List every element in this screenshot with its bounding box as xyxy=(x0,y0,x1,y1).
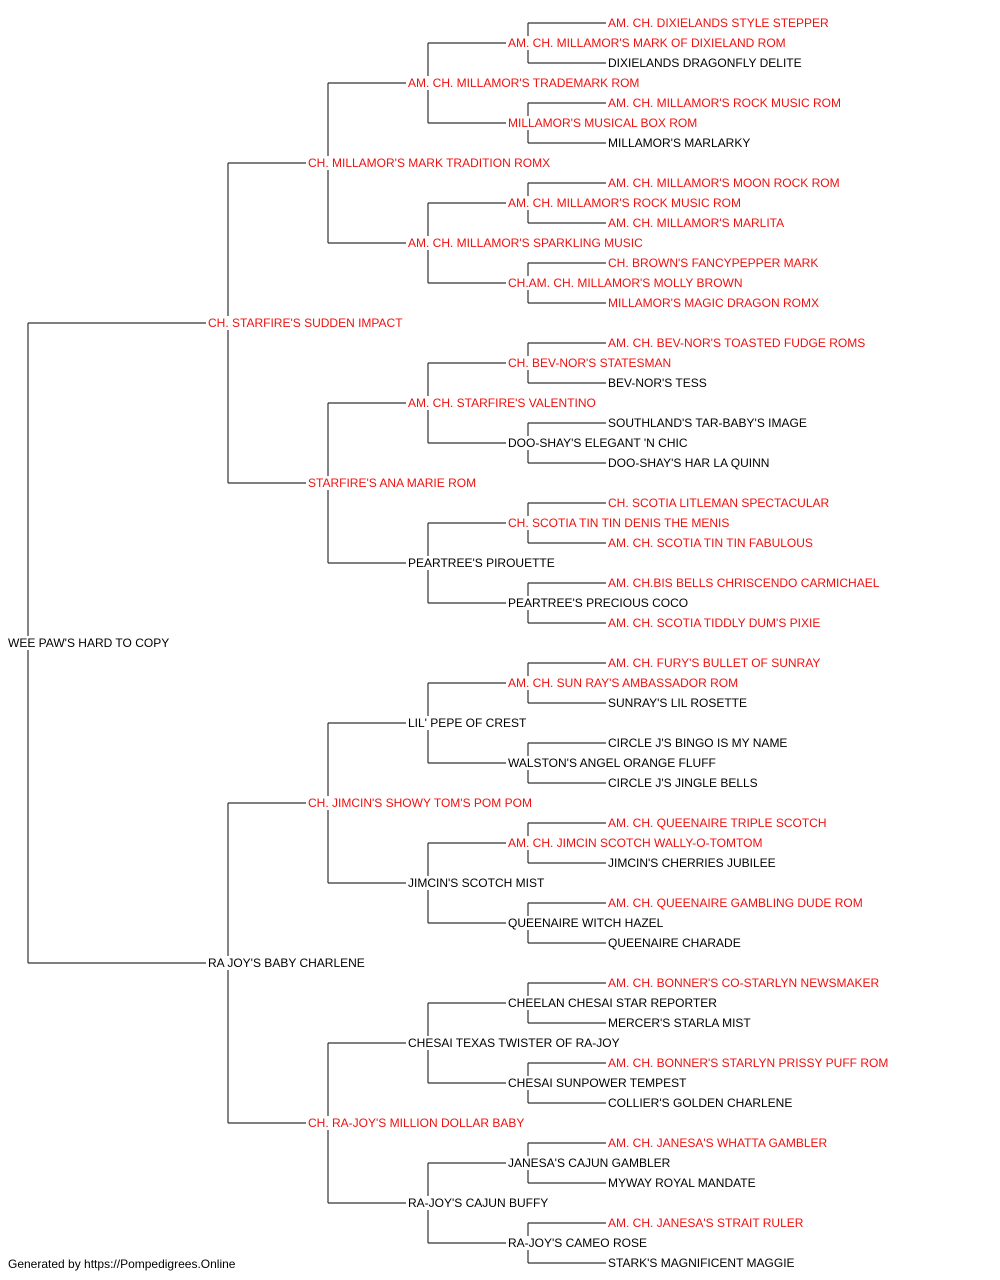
pedigree-entry-gen5-26: AM. CH. BONNER'S STARLYN PRISSY PUFF ROM xyxy=(608,1056,891,1070)
pedigree-entry-gen4-4: CH. BEV-NOR'S STATESMAN xyxy=(508,356,674,370)
pedigree-entry-gen4-5: DOO-SHAY'S ELEGANT 'N CHIC xyxy=(508,436,690,450)
pedigree-entry-gen5-5: AM. CH. MILLAMOR'S MARLITA xyxy=(608,216,787,230)
pedigree-entry-gen5-25: MERCER'S STARLA MIST xyxy=(608,1016,753,1030)
pedigree-entry-gen5-8: AM. CH. BEV-NOR'S TOASTED FUDGE ROMS xyxy=(608,336,868,350)
pedigree-entry-gen3-5: JIMCIN'S SCOTCH MIST xyxy=(408,876,547,890)
pedigree-entry-gen5-0: AM. CH. DIXIELANDS STYLE STEPPER xyxy=(608,16,831,30)
pedigree-entry-gen4-15: RA-JOY'S CAMEO ROSE xyxy=(508,1236,649,1250)
pedigree-entry-gen3-1: AM. CH. MILLAMOR'S SPARKLING MUSIC xyxy=(408,236,645,250)
pedigree-entry-gen5-6: CH. BROWN'S FANCYPEPPER MARK xyxy=(608,256,821,270)
pedigree-subject: WEE PAW'S HARD TO COPY xyxy=(8,636,172,650)
pedigree-entry-gen4-2: AM. CH. MILLAMOR'S ROCK MUSIC ROM xyxy=(508,196,743,210)
pedigree-entry-gen2-2: CH. JIMCIN'S SHOWY TOM'S POM POM xyxy=(308,796,534,810)
pedigree-entry-gen5-22: AM. CH. QUEENAIRE GAMBLING DUDE ROM xyxy=(608,896,865,910)
pedigree-entry-gen5-23: QUEENAIRE CHARADE xyxy=(608,936,743,950)
pedigree-entry-gen4-9: WALSTON'S ANGEL ORANGE FLUFF xyxy=(508,756,718,770)
pedigree-entry-gen5-9: BEV-NOR'S TESS xyxy=(608,376,709,390)
pedigree-entry-gen5-11: DOO-SHAY'S HAR LA QUINN xyxy=(608,456,772,470)
pedigree-entry-gen4-12: CHEELAN CHESAI STAR REPORTER xyxy=(508,996,719,1010)
pedigree-entry-gen2-1: STARFIRE'S ANA MARIE ROM xyxy=(308,476,479,490)
pedigree-entry-gen5-4: AM. CH. MILLAMOR'S MOON ROCK ROM xyxy=(608,176,842,190)
pedigree-entry-gen1-0: CH. STARFIRE'S SUDDEN IMPACT xyxy=(208,316,405,330)
pedigree-entry-gen5-31: STARK'S MAGNIFICENT MAGGIE xyxy=(608,1256,797,1270)
pedigree-entry-gen5-19: CIRCLE J'S JINGLE BELLS xyxy=(608,776,760,790)
pedigree-entry-gen4-14: JANESA'S CAJUN GAMBLER xyxy=(508,1156,673,1170)
pedigree-entry-gen3-7: RA-JOY'S CAJUN BUFFY xyxy=(408,1196,551,1210)
pedigree-entry-gen4-10: AM. CH. JIMCIN SCOTCH WALLY-O-TOMTOM xyxy=(508,836,765,850)
pedigree-entry-gen5-17: SUNRAY'S LIL ROSETTE xyxy=(608,696,749,710)
pedigree-entry-gen5-10: SOUTHLAND'S TAR-BABY'S IMAGE xyxy=(608,416,809,430)
pedigree-entry-gen4-0: AM. CH. MILLAMOR'S MARK OF DIXIELAND ROM xyxy=(508,36,788,50)
pedigree-entry-gen4-13: CHESAI SUNPOWER TEMPEST xyxy=(508,1076,689,1090)
pedigree-entry-gen5-12: CH. SCOTIA LITLEMAN SPECTACULAR xyxy=(608,496,832,510)
pedigree-entry-gen5-16: AM. CH. FURY'S BULLET OF SUNRAY xyxy=(608,656,823,670)
pedigree-entry-gen3-2: AM. CH. STARFIRE'S VALENTINO xyxy=(408,396,598,410)
pedigree-entry-gen4-8: AM. CH. SUN RAY'S AMBASSADOR ROM xyxy=(508,676,741,690)
pedigree-entry-gen4-3: CH.AM. CH. MILLAMOR'S MOLLY BROWN xyxy=(508,276,745,290)
pedigree-entry-gen5-18: CIRCLE J'S BINGO IS MY NAME xyxy=(608,736,790,750)
pedigree-entry-gen4-1: MILLAMOR'S MUSICAL BOX ROM xyxy=(508,116,700,130)
pedigree-entry-gen5-29: MYWAY ROYAL MANDATE xyxy=(608,1176,758,1190)
pedigree-entry-gen1-1: RA JOY'S BABY CHARLENE xyxy=(208,956,367,970)
pedigree-entry-gen4-6: CH. SCOTIA TIN TIN DENIS THE MENIS xyxy=(508,516,732,530)
pedigree-entry-gen3-3: PEARTREE'S PIROUETTE xyxy=(408,556,557,570)
pedigree-entry-gen5-28: AM. CH. JANESA'S WHATTA GAMBLER xyxy=(608,1136,830,1150)
pedigree-entry-gen3-4: LIL' PEPE OF CREST xyxy=(408,716,529,730)
pedigree-entry-gen3-0: AM. CH. MILLAMOR'S TRADEMARK ROM xyxy=(408,76,642,90)
pedigree-entry-gen3-6: CHESAI TEXAS TWISTER OF RA-JOY xyxy=(408,1036,622,1050)
pedigree-entry-gen5-2: AM. CH. MILLAMOR'S ROCK MUSIC ROM xyxy=(608,96,843,110)
pedigree-entry-gen5-20: AM. CH. QUEENAIRE TRIPLE SCOTCH xyxy=(608,816,829,830)
pedigree-entry-gen5-27: COLLIER'S GOLDEN CHARLENE xyxy=(608,1096,795,1110)
pedigree-entry-gen5-15: AM. CH. SCOTIA TIDDLY DUM'S PIXIE xyxy=(608,616,823,630)
pedigree-entry-gen2-0: CH. MILLAMOR'S MARK TRADITION ROMX xyxy=(308,156,553,170)
pedigree-entry-gen4-11: QUEENAIRE WITCH HAZEL xyxy=(508,916,666,930)
pedigree-entry-gen5-3: MILLAMOR'S MARLARKY xyxy=(608,136,753,150)
pedigree-entry-gen2-3: CH. RA-JOY'S MILLION DOLLAR BABY xyxy=(308,1116,527,1130)
generated-by-footer: Generated by https://Pompedigrees.Online xyxy=(8,1257,236,1271)
pedigree-entry-gen5-21: JIMCIN'S CHERRIES JUBILEE xyxy=(608,856,778,870)
pedigree-entry-gen5-13: AM. CH. SCOTIA TIN TIN FABULOUS xyxy=(608,536,815,550)
pedigree-entry-gen5-30: AM. CH. JANESA'S STRAIT RULER xyxy=(608,1216,806,1230)
pedigree-entry-gen5-24: AM. CH. BONNER'S CO-STARLYN NEWSMAKER xyxy=(608,976,882,990)
pedigree-entry-gen5-7: MILLAMOR'S MAGIC DRAGON ROMX xyxy=(608,296,821,310)
pedigree-entry-gen5-1: DIXIELANDS DRAGONFLY DELITE xyxy=(608,56,804,70)
pedigree-entry-gen4-7: PEARTREE'S PRECIOUS COCO xyxy=(508,596,691,610)
pedigree-entry-gen5-14: AM. CH.BIS BELLS CHRISCENDO CARMICHAEL xyxy=(608,576,882,590)
